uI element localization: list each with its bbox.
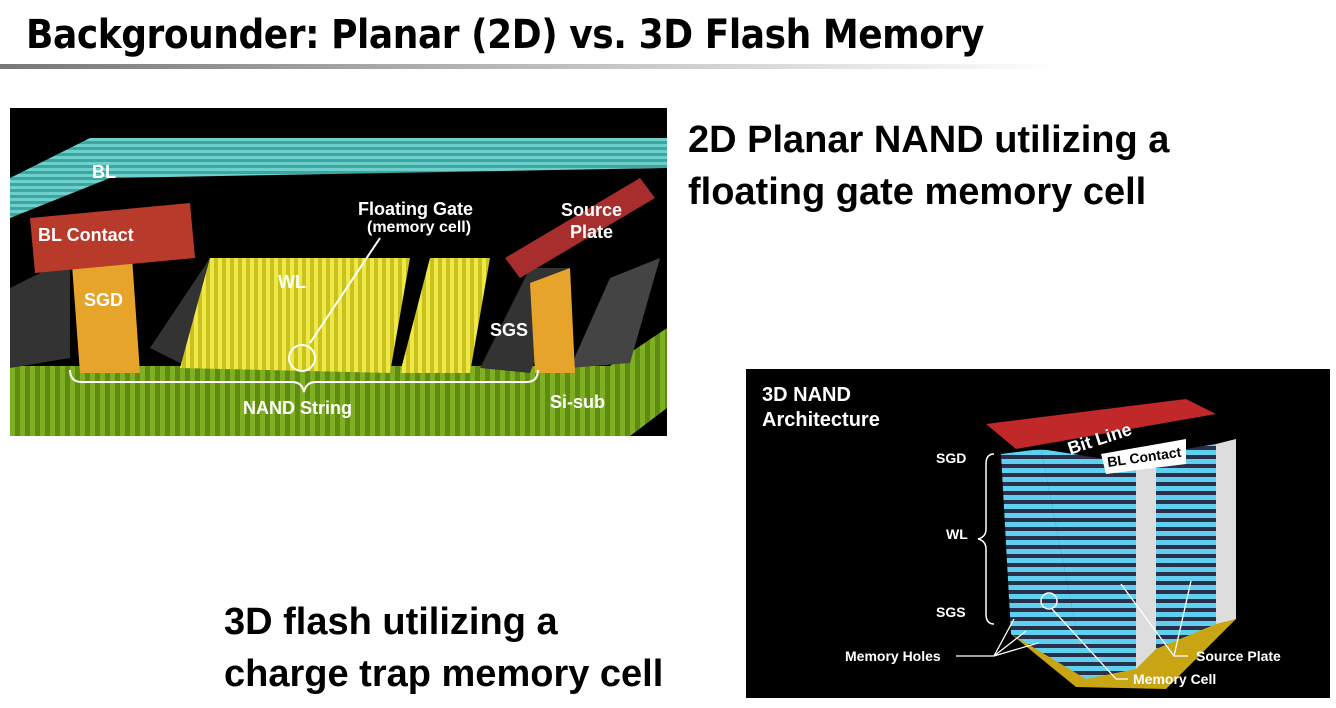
bit-lines xyxy=(10,138,667,218)
label-bl: BL xyxy=(92,162,116,182)
label-wl: WL xyxy=(278,272,306,292)
label-memory-holes: Memory Holes xyxy=(845,648,941,664)
caption-2d-line2: floating gate memory cell xyxy=(688,171,1147,213)
caption-3d-line1: 3D flash utilizing a xyxy=(224,601,558,643)
label-floating-gate: Floating Gate xyxy=(358,199,473,219)
memory-cell-circle xyxy=(1040,592,1058,610)
source-plate-wall xyxy=(1136,454,1156,669)
slide-title: Backgrounder: Planar (2D) vs. 3D Flash M… xyxy=(26,12,984,58)
label-source: Source xyxy=(561,200,622,220)
caption-3d-line2: charge trap memory cell xyxy=(224,653,664,695)
label-memory-cell: (memory cell) xyxy=(367,219,471,236)
word-lines xyxy=(180,258,410,373)
memory-cell-circle xyxy=(288,344,316,372)
label-sgd: SGD xyxy=(84,290,123,310)
label-memory-cell: Memory Cell xyxy=(1133,671,1216,687)
3d-nand-diagram: 3D NAND Architecture Bit Line BL Contact… xyxy=(746,369,1330,698)
bl-contact-block xyxy=(30,203,195,273)
bit-line xyxy=(986,399,1216,449)
label-sgd: SGD xyxy=(936,450,966,466)
label-plate: Plate xyxy=(570,222,613,242)
label-si-sub: Si-sub xyxy=(550,392,605,412)
title-line1: 3D NAND xyxy=(762,384,851,406)
label-sgs: SGS xyxy=(936,604,966,620)
title-line2: Architecture xyxy=(762,409,880,431)
title-divider xyxy=(0,64,1060,69)
string-brace xyxy=(977,453,995,625)
label-nand-string: NAND String xyxy=(243,398,352,418)
left-stack xyxy=(1001,449,1086,679)
caption-2d-line1: 2D Planar NAND utilizing a xyxy=(688,119,1170,161)
caption-3d: 3D flash utilizing a charge trap memory … xyxy=(224,596,663,700)
label-source-plate: Source Plate xyxy=(1196,648,1281,664)
label-bl-contact: BL Contact xyxy=(38,225,134,245)
planar-nand-diagram: BL BL Contact Floating Gate (memory cell… xyxy=(10,108,667,436)
bl-contact-label-bg xyxy=(1101,439,1186,474)
source-plate xyxy=(505,178,655,278)
label-wl: WL xyxy=(946,526,968,542)
caption-2d: 2D Planar NAND utilizing a floating gate… xyxy=(688,114,1169,218)
label-sgs: SGS xyxy=(490,320,528,340)
nand-string-brace xyxy=(69,369,539,393)
